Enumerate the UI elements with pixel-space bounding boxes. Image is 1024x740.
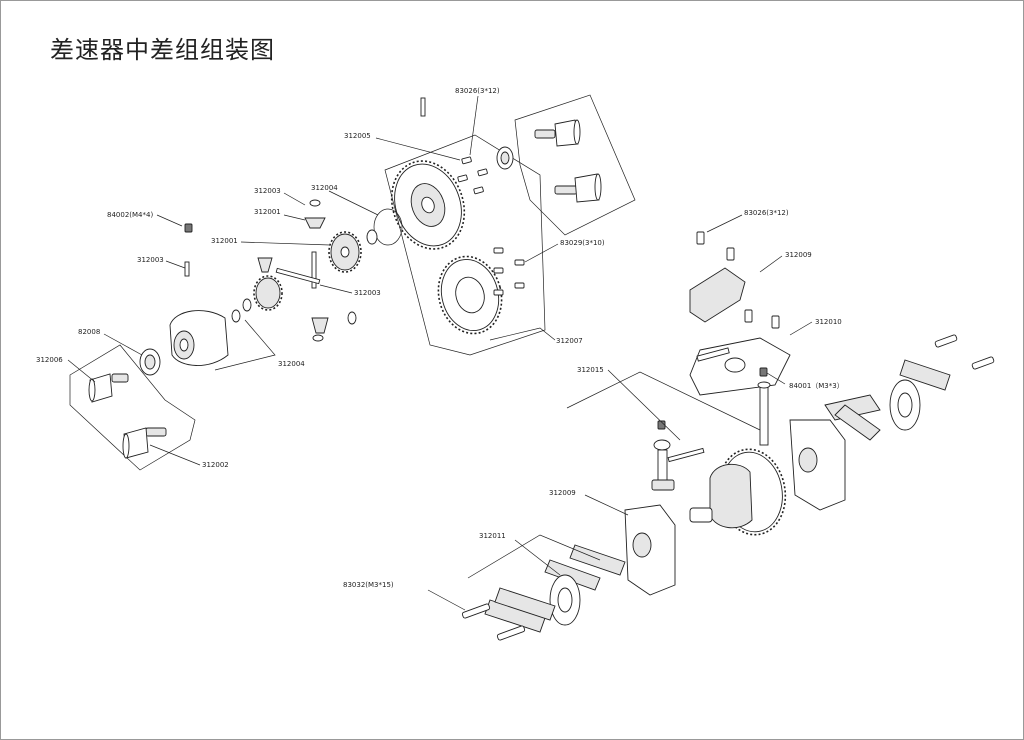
bevel-gear-side (253, 275, 283, 311)
drive-cup-upper (88, 373, 129, 403)
set-screw-84002 (184, 223, 193, 233)
label-83026-right: 83026(3*12) (744, 209, 789, 217)
differential-case (169, 310, 229, 366)
gearbox-group-outline (384, 134, 546, 356)
diagram-title: 差速器中差组组装图 (50, 36, 275, 64)
plate-312009-upper (689, 267, 746, 323)
label-312001-a: 312001 (254, 208, 281, 216)
label-312003-c: 312003 (354, 289, 381, 297)
label-312006: 312006 (36, 356, 63, 364)
drive-cup-lower (122, 427, 167, 459)
leader-lines (67, 95, 813, 611)
washers (231, 199, 378, 342)
pin-312003 (184, 261, 190, 277)
label-312009-a: 312009 (785, 251, 812, 259)
screw-set-83026 (457, 156, 488, 195)
bevel-gear-large (328, 231, 362, 273)
label-83029: 83029(3*10) (560, 239, 605, 247)
bulkhead-right (789, 419, 846, 511)
label-312015: 312015 (577, 366, 604, 374)
center-diff-assembly (689, 448, 787, 536)
drive-cups-group-outline (69, 344, 196, 471)
left-plates-312011 (484, 544, 626, 633)
label-82008: 82008 (78, 328, 100, 336)
shaft-post-left (651, 420, 705, 491)
screws-83026-right (696, 231, 780, 329)
part-labels: 83026(3*12) 312005 312003 312004 312001 … (36, 87, 844, 589)
label-312010: 312010 (815, 318, 842, 326)
shaft-post-right (757, 381, 771, 446)
spur-gear-312005 (390, 160, 466, 250)
set-screw-84001 (759, 367, 768, 377)
output-cup-lower (554, 173, 602, 203)
bearing-82008 (139, 348, 161, 376)
label-83026-top: 83026(3*12) (455, 87, 500, 95)
label-312009-b: 312009 (549, 489, 576, 497)
label-312003-a: 312003 (254, 187, 281, 195)
output-cups-group-outline (514, 94, 636, 236)
label-83032: 83032(M3*15) (343, 581, 394, 589)
screw-set-83029 (493, 247, 525, 296)
motor-plate-312015 (689, 337, 791, 396)
bevel-gear-small-top (304, 217, 326, 229)
cross-pin (275, 251, 321, 289)
label-312003-b: 312003 (137, 256, 164, 264)
label-84001: 84001（M3*3） (789, 382, 844, 390)
output-cup-upper (534, 119, 581, 147)
bevel-gear-small-lower (257, 257, 329, 334)
right-plates-312010 (824, 334, 995, 441)
ring-gear-312007 (437, 255, 503, 335)
label-312011: 312011 (479, 532, 506, 540)
o-ring (373, 208, 403, 246)
label-312001-b: 312001 (211, 237, 238, 245)
top-pin (420, 97, 426, 117)
label-312004-b: 312004 (278, 360, 305, 368)
label-312002: 312002 (202, 461, 229, 469)
screws-83032 (461, 603, 526, 641)
bearing-top (496, 146, 514, 170)
label-312005: 312005 (344, 132, 371, 140)
bulkhead-left (624, 504, 676, 596)
label-84002: 84002(M4*4) (107, 211, 153, 219)
label-312007: 312007 (556, 337, 583, 345)
label-312004-a: 312004 (311, 184, 338, 192)
